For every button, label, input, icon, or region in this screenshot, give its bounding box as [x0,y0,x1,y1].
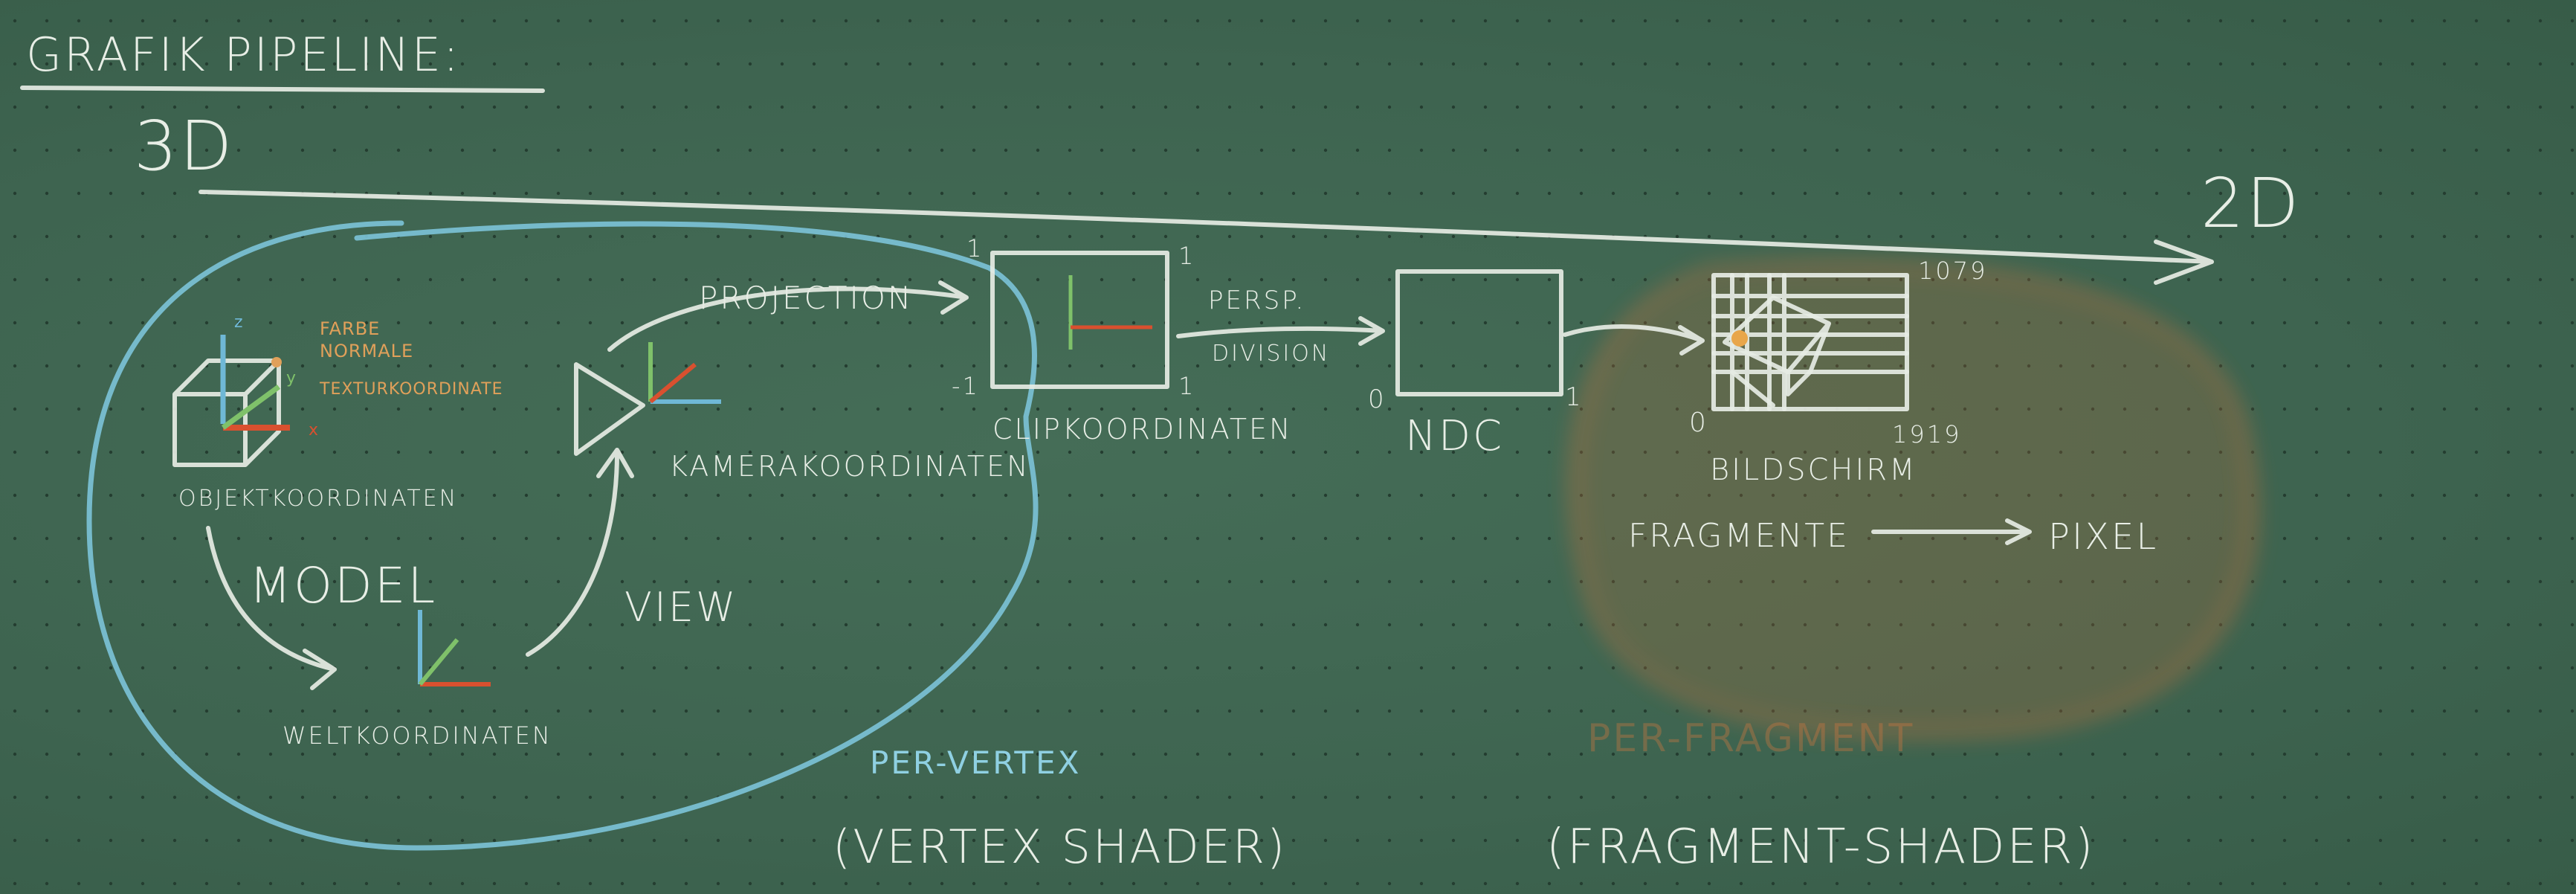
ndc-zero: 0 [1368,385,1387,414]
division-label: DIVISION [1212,341,1330,367]
screen-max-y: 1079 [1918,257,1987,285]
fragment-to-pixel-arrow [1871,518,2032,545]
3d-to-2d-arrow [198,190,2214,285]
clip-top-right: 1 [1178,242,1195,270]
camera-axes [648,342,721,404]
model-label: MODEL [249,557,437,614]
fragment-outline [1573,260,2253,736]
attribute-farbe: FARBE [320,318,380,339]
label-2d: 2D [2201,164,2301,243]
axis-x: x [309,421,318,440]
clip-bottom-right: 1 [1178,372,1195,400]
screen-max-x: 1919 [1892,420,1961,448]
objektkoordinaten-label: OBJEKTKOORDINATEN [178,486,458,512]
view-label: VIEW [624,584,737,631]
world-axes [418,610,491,686]
ndc-box [1395,269,1563,396]
screen-origin: 0 [1689,408,1708,438]
persp-label: PERSP. [1208,286,1305,315]
ndc-to-screen-arrow [1563,324,1705,356]
per-vertex-label: PER-VERTEX [870,745,1081,781]
ndc-label: NDC [1405,412,1504,460]
screen-grid [1711,273,1909,411]
clip-bottom-left: -1 [952,372,980,400]
ndc-one: 1 [1565,382,1584,412]
object-cube: z y x [172,313,318,467]
clip-box [990,251,1169,389]
vertex-shader-label: (VERTEX SHADER) [833,820,1287,874]
kamerakoordinaten-label: KAMERAKOORDINATEN [669,450,1030,483]
bildschirm-label: BILDSCHIRM [1710,453,1917,487]
weltkoordinaten-label: WELTKOORDINATEN [283,721,552,750]
label-3d: 3D [134,106,234,186]
attribute-texturkoordinate: TEXTURKOORDINATE [319,380,503,399]
axis-y: y [286,369,296,387]
view-arrow [526,448,634,657]
per-fragment-label: PER-FRAGMENT [1587,716,1914,761]
clipkoordinaten-label: CLIPKOORDINATEN [992,413,1292,446]
persp-arrow [1176,316,1385,346]
fragmente-label: FRAGMENTE [1628,517,1850,555]
fragment-shader-label: (FRAGMENT-SHADER) [1546,820,2095,875]
projection-arrow [607,280,969,352]
axis-z: z [234,313,243,332]
per-vertex-region [86,220,1039,851]
clip-top-left: 1 [966,234,984,263]
attribute-normale: NORMALE [320,341,413,361]
pixel-label: PIXEL [2048,516,2158,558]
title: GRAFIK PIPELINE: [26,28,461,82]
title-underline [20,86,545,93]
camera-icon [574,362,645,456]
model-arrow [206,526,337,690]
